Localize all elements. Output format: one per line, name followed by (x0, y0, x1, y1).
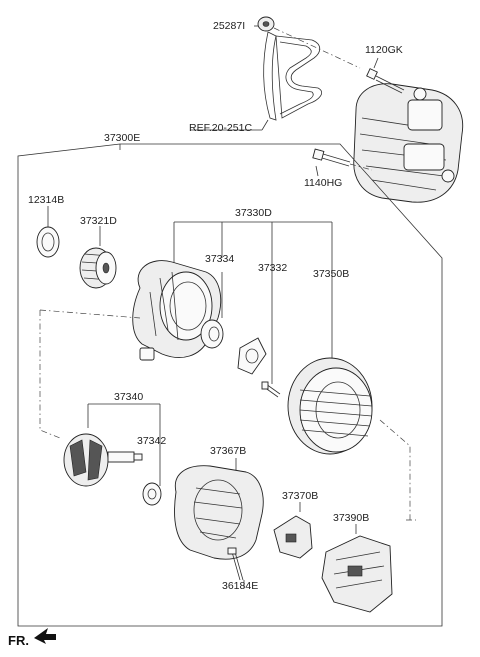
bolt-lower (312, 148, 373, 171)
label-1120gk: 1120GK (365, 44, 403, 56)
front-direction-arrow-icon (34, 628, 56, 644)
through-bolt (261, 381, 281, 398)
rear-bearing (142, 482, 162, 506)
label-37332: 37332 (258, 262, 287, 274)
rear-bolt (227, 547, 245, 588)
label-36184e: 36184E (222, 580, 258, 592)
alignment-lines (39, 309, 416, 521)
label-12314b: 12314B (28, 194, 64, 206)
label-37390b: 37390B (333, 512, 369, 524)
rear-bracket (174, 458, 264, 560)
label-ref-20-251c: REF.20-251C (189, 122, 252, 134)
label-37340: 37340 (114, 391, 143, 403)
label-37350b: 37350B (313, 268, 349, 280)
label-37367b: 37367B (210, 445, 246, 457)
stator (287, 357, 373, 455)
rotor (63, 403, 161, 487)
front-bearing (200, 272, 224, 349)
label-37342: 37342 (137, 435, 166, 447)
pulley (79, 226, 117, 289)
label-25287i: 25287I (213, 20, 245, 32)
label-37370b: 37370B (282, 490, 318, 502)
label-37321d: 37321D (80, 215, 117, 227)
label-1140hg: 1140HG (304, 177, 342, 189)
label-37330d: 37330D (235, 207, 272, 219)
label-37334: 37334 (205, 253, 234, 265)
assembly-frame (17, 143, 443, 627)
label-fr: FR. (8, 633, 29, 648)
cover (36, 206, 60, 258)
leader-lines (190, 25, 379, 177)
regulator (273, 502, 313, 559)
rectifier (321, 524, 393, 613)
belt (263, 31, 322, 121)
label-37300e: 37300E (104, 132, 140, 144)
idler-pulley (257, 16, 361, 69)
group-bracket-37330d (173, 221, 333, 384)
alternator-assembly (353, 83, 464, 203)
front-bracket (132, 260, 222, 361)
plate (237, 337, 267, 375)
bolt-upper (366, 68, 405, 94)
